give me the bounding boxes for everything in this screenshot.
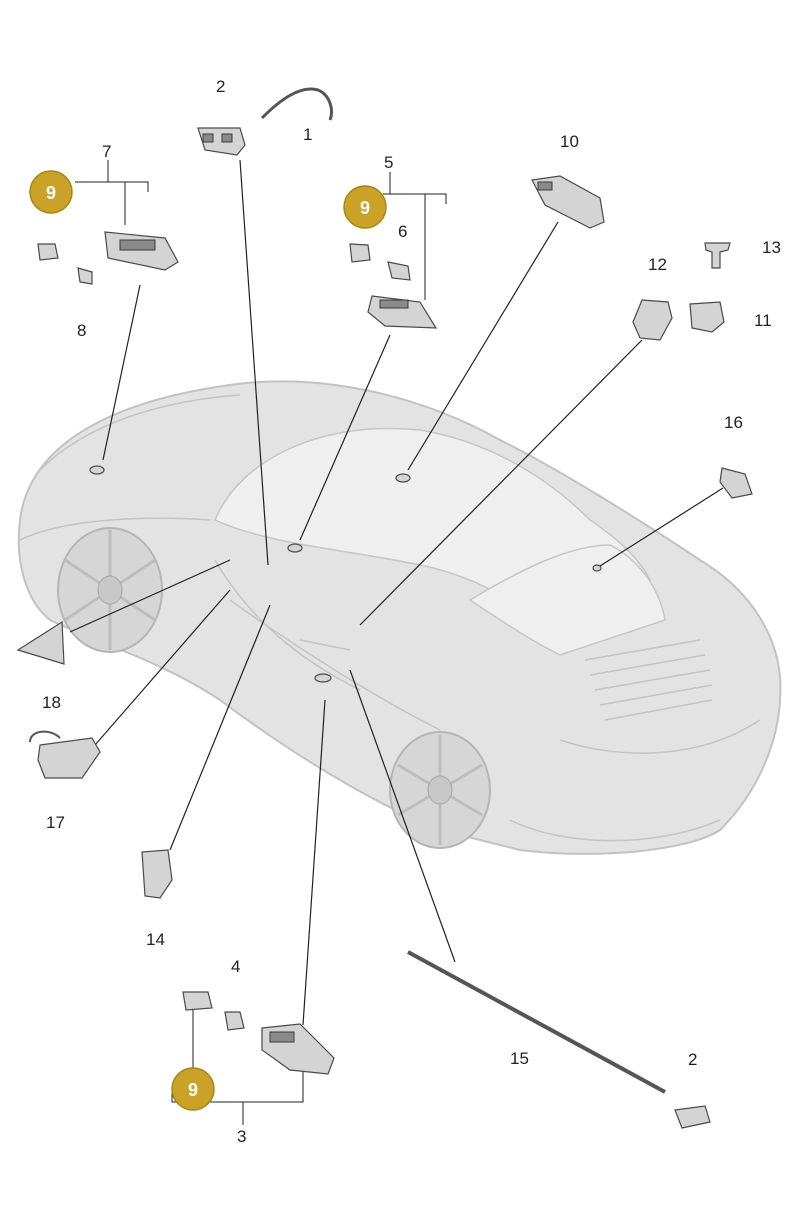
part-16	[719, 467, 753, 499]
rod-part-15	[407, 950, 666, 1094]
badge-9-mid-text: 9	[360, 198, 370, 218]
callout-15: 15	[510, 1049, 529, 1068]
triangle-part-18	[16, 620, 65, 665]
bracket-part-12	[632, 299, 673, 341]
part-14	[141, 849, 173, 899]
callout-7: 7	[102, 142, 111, 161]
cable-part-1	[260, 87, 333, 121]
parts	[16, 87, 753, 1129]
bulb-part-4	[224, 1011, 245, 1031]
callout-14: 14	[146, 930, 165, 949]
badge-9-left-text: 9	[46, 183, 56, 203]
light-spot-front	[89, 465, 105, 475]
callout-13: 13	[762, 238, 781, 257]
part-11	[689, 301, 725, 333]
leader-lines	[69, 159, 724, 1026]
callout-2-top: 2	[216, 77, 225, 96]
callout-3: 3	[237, 1127, 246, 1146]
callout-6: 6	[398, 222, 407, 241]
callout-17: 17	[46, 813, 65, 832]
car-illustration	[17, 380, 782, 855]
bulb-socket-bottom	[182, 991, 213, 1011]
callout-4: 4	[231, 957, 240, 976]
bulb-part-6	[387, 261, 411, 281]
callout-10: 10	[560, 132, 579, 151]
callout-11: 11	[754, 311, 772, 330]
callout-12: 12	[648, 255, 667, 274]
callout-8: 8	[77, 321, 86, 340]
badge-9-bottom-text: 9	[188, 1080, 198, 1100]
part-17	[29, 730, 101, 779]
callout-16: 16	[724, 413, 743, 432]
light-spot-door	[314, 673, 332, 683]
light-part-10	[531, 175, 605, 229]
light-spot-rear	[592, 564, 602, 572]
light-housing-part-5	[367, 295, 438, 329]
badge-9-bottom: 9	[171, 1067, 215, 1111]
light-spot-roof	[395, 473, 411, 483]
callout-1: 1	[303, 125, 312, 144]
bulb-part-8	[77, 267, 93, 285]
clip-part-13	[704, 242, 731, 269]
callout-18: 18	[42, 693, 61, 712]
light-housing-part-7	[104, 231, 179, 271]
brackets	[75, 160, 447, 1125]
bulb-socket-mid	[349, 243, 371, 263]
bulb-socket-left	[37, 243, 59, 261]
callout-2-bottom: 2	[688, 1050, 697, 1069]
badge-9-left: 9	[29, 170, 73, 214]
callout-labels: 1 2 7 5 6 8 10 13 12 11 16 18 17 14 4 15…	[42, 77, 781, 1146]
badge-9-mid: 9	[343, 185, 387, 229]
callout-5: 5	[384, 153, 393, 172]
connector-part-2-top	[197, 127, 246, 156]
light-housing-part-3	[261, 1023, 335, 1075]
connector-part-2-bottom	[674, 1105, 711, 1129]
light-spot-interior	[287, 543, 303, 553]
